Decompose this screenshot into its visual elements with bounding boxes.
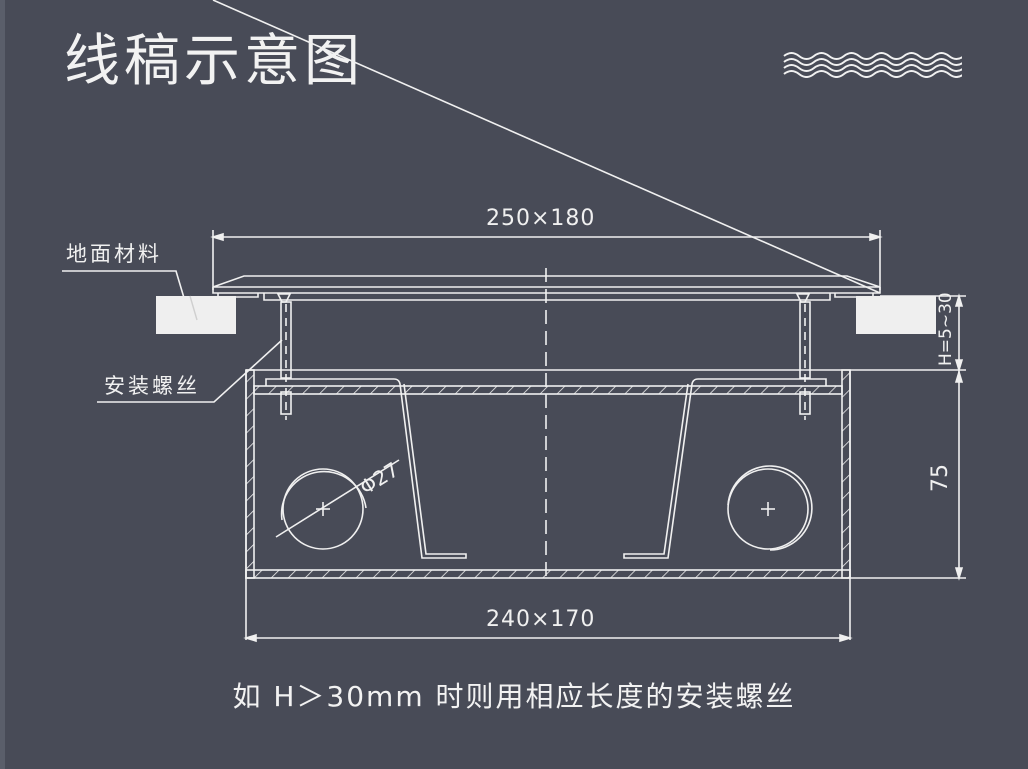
floor-block-right — [856, 296, 936, 334]
footer-note: 如 H＞30mm 时则用相应长度的安装螺丝 — [232, 680, 796, 713]
top-dimension-line — [210, 230, 883, 290]
page-title: 线稿示意图 — [64, 29, 364, 94]
body-height-dimension — [850, 369, 966, 581]
right-pipe-hole — [727, 465, 813, 551]
grate-plate — [212, 0, 881, 301]
install-screw-leader — [97, 339, 283, 403]
wave-lines-icon — [783, 52, 962, 78]
bottom-dimension-line — [243, 633, 853, 643]
drain-body — [245, 369, 851, 640]
floor-material-label: 地面材料 — [66, 242, 162, 266]
left-pipe-hole — [275, 459, 400, 550]
height-range-label: H=5~30 — [936, 292, 956, 366]
body-height-label: 75 — [928, 464, 953, 492]
left-edge-strip — [0, 0, 5, 769]
inner-trough — [393, 378, 699, 559]
install-screw-label: 安装螺丝 — [104, 374, 200, 398]
left-install-screw — [276, 293, 292, 420]
top-width-dimension-label: 250×180 — [486, 206, 596, 231]
bottom-width-dimension-label: 240×170 — [486, 607, 596, 632]
right-install-screw — [795, 293, 811, 420]
